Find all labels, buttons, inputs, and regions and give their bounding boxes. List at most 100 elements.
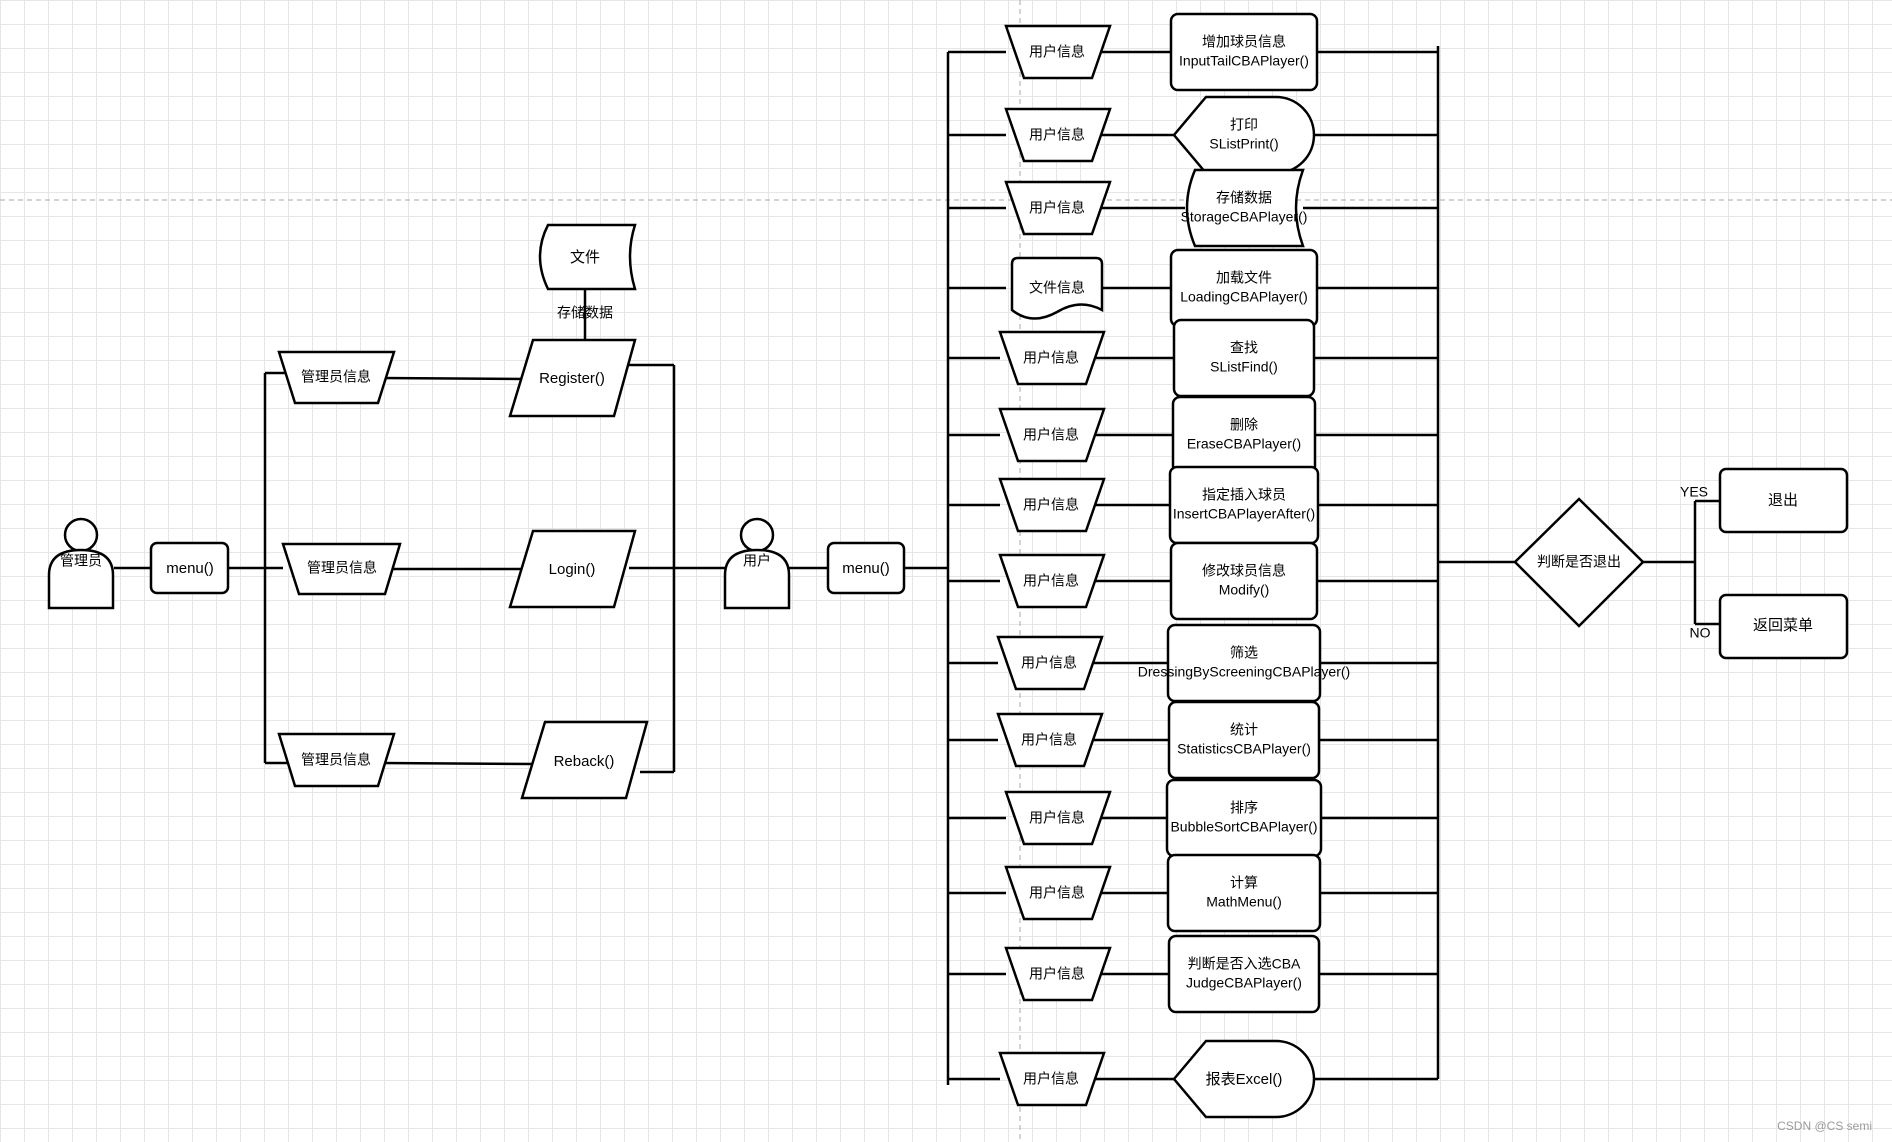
user-input-shape-3[interactable]: 用户信息 — [1004, 180, 1112, 236]
admin-info-reback[interactable]: 管理员信息 — [277, 732, 396, 788]
user-function-call-9: DressingByScreeningCBAPlayer() — [1138, 664, 1350, 680]
exit-label: 退出 — [1768, 492, 1798, 509]
exit-decision-diamond[interactable]: 判断是否退出 — [1513, 497, 1645, 628]
user-function-shape-13[interactable]: 判断是否入选CBA JudgeCBAPlayer() — [1167, 934, 1321, 1014]
user-connectors — [786, 46, 1720, 1085]
user-input-label-2: 用户信息 — [1029, 127, 1085, 143]
user-input-shape-13[interactable]: 用户信息 — [1004, 946, 1112, 1002]
back-to-menu-box[interactable]: 返回菜单 — [1718, 593, 1849, 660]
user-function-shape-6[interactable]: 删除 EraseCBAPlayer() — [1171, 395, 1317, 475]
user-function-name-8: 修改球员信息 — [1202, 563, 1286, 579]
user-input-shape-5[interactable]: 用户信息 — [998, 330, 1106, 386]
user-function-name-1: 增加球员信息 — [1202, 34, 1286, 50]
user-input-label-11: 用户信息 — [1029, 810, 1085, 826]
user-function-shape-12[interactable]: 计算 MathMenu() — [1166, 853, 1322, 933]
exit-box[interactable]: 退出 — [1718, 467, 1849, 534]
user-function-name-10: 统计 — [1230, 722, 1258, 738]
user-function-name-4: 加载文件 — [1216, 270, 1272, 286]
admin-menu-label: menu() — [166, 560, 214, 577]
admin-info-register-label: 管理员信息 — [301, 369, 371, 385]
user-function-shape-4[interactable]: 加载文件 LoadingCBAPlayer() — [1169, 248, 1319, 328]
user-function-name-2: 打印 — [1230, 117, 1258, 133]
user-input-label-1: 用户信息 — [1029, 44, 1085, 60]
back-to-menu-label: 返回菜单 — [1753, 617, 1813, 634]
user-function-name-11: 排序 — [1230, 800, 1258, 816]
register-shape[interactable]: Register() — [508, 338, 637, 418]
admin-info-reback-label: 管理员信息 — [301, 752, 371, 768]
user-function-shape-14[interactable]: 报表Excel() — [1172, 1039, 1316, 1119]
user-function-name-13: 判断是否入选CBA — [1188, 956, 1301, 972]
user-function-shapes: 用户信息增加球员信息InputTailCBAPlayer()用户信息打印SLis… — [996, 12, 1350, 1119]
exit-decision-label: 判断是否退出 — [1537, 554, 1621, 570]
user-input-shape-11[interactable]: 用户信息 — [1004, 790, 1112, 846]
reback-label: Reback() — [554, 753, 615, 770]
user-input-shape-10[interactable]: 用户信息 — [996, 712, 1104, 768]
user-function-name-12: 计算 — [1230, 875, 1258, 891]
admin-info-login[interactable]: 管理员信息 — [281, 542, 402, 596]
user-input-shape-8[interactable]: 用户信息 — [998, 553, 1106, 609]
user-function-name-9: 筛选 — [1230, 645, 1258, 661]
user-input-shape-4[interactable]: 文件信息 — [1010, 256, 1104, 320]
user-function-call-3: StorageCBAPlayer() — [1181, 209, 1308, 225]
file-storage-shape[interactable]: 文件 — [538, 223, 637, 291]
user-actor[interactable]: 用户 — [723, 517, 791, 610]
user-function-call-6: EraseCBAPlayer() — [1187, 436, 1301, 452]
user-menu-label: menu() — [842, 560, 890, 577]
user-function-call-5: SListFind() — [1210, 359, 1278, 375]
user-function-call-1: InputTailCBAPlayer() — [1179, 53, 1309, 69]
register-label: Register() — [539, 370, 605, 387]
user-function-name-5: 查找 — [1230, 340, 1258, 356]
user-function-name-14: 报表Excel() — [1206, 1071, 1283, 1088]
user-actor-label: 用户 — [743, 553, 771, 569]
reback-shape[interactable]: Reback() — [520, 720, 649, 800]
user-input-shape-1[interactable]: 用户信息 — [1004, 24, 1112, 80]
user-function-shape-2[interactable]: 打印 SListPrint() — [1172, 95, 1316, 175]
user-input-label-6: 用户信息 — [1023, 427, 1079, 443]
user-input-label-13: 用户信息 — [1029, 966, 1085, 982]
user-input-label-4: 文件信息 — [1029, 280, 1085, 296]
user-function-name-3: 存储数据 — [1216, 190, 1272, 206]
admin-actor-label: 管理员 — [60, 553, 102, 569]
user-function-rows — [948, 50, 1438, 1081]
user-menu-box[interactable]: menu() — [826, 541, 906, 595]
user-input-label-9: 用户信息 — [1021, 655, 1077, 671]
login-shape[interactable]: Login() — [508, 529, 637, 609]
user-function-call-13: JudgeCBAPlayer() — [1186, 975, 1302, 991]
user-function-name-7: 指定插入球员 — [1202, 487, 1286, 503]
user-function-call-4: LoadingCBAPlayer() — [1180, 289, 1308, 305]
user-input-shape-9[interactable]: 用户信息 — [996, 635, 1104, 691]
user-function-call-12: MathMenu() — [1206, 894, 1281, 910]
user-input-shape-12[interactable]: 用户信息 — [1004, 865, 1112, 921]
user-function-shape-1[interactable]: 增加球员信息 InputTailCBAPlayer() — [1169, 12, 1319, 92]
user-input-label-10: 用户信息 — [1021, 732, 1077, 748]
user-input-shape-6[interactable]: 用户信息 — [998, 407, 1106, 463]
user-input-label-8: 用户信息 — [1023, 573, 1079, 589]
admin-info-register[interactable]: 管理员信息 — [277, 350, 396, 405]
no-label: NO — [1690, 625, 1711, 641]
user-input-label-3: 用户信息 — [1029, 200, 1085, 216]
user-function-call-7: InsertCBAPlayerAfter() — [1173, 506, 1315, 522]
user-function-call-11: BubbleSortCBAPlayer() — [1170, 819, 1317, 835]
user-function-shape-7[interactable]: 指定插入球员 InsertCBAPlayerAfter() — [1168, 465, 1320, 545]
admin-menu-box[interactable]: menu() — [149, 541, 230, 595]
admin-actor[interactable]: 管理员 — [47, 517, 115, 610]
user-function-call-8: Modify() — [1219, 582, 1270, 598]
user-function-shape-8[interactable]: 修改球员信息 Modify() — [1169, 541, 1319, 621]
user-input-shape-7[interactable]: 用户信息 — [998, 477, 1106, 533]
user-input-shape-2[interactable]: 用户信息 — [1004, 107, 1112, 163]
user-function-call-2: SListPrint() — [1209, 136, 1278, 152]
watermark: CSDN @CS semi — [1777, 1119, 1872, 1133]
user-function-shape-3[interactable]: 存储数据 StorageCBAPlayer() — [1181, 168, 1308, 248]
user-function-shape-9[interactable]: 筛选 DressingByScreeningCBAPlayer() — [1138, 623, 1350, 703]
user-function-shape-10[interactable]: 统计 StatisticsCBAPlayer() — [1167, 700, 1321, 780]
admin-info-login-label: 管理员信息 — [307, 560, 377, 576]
user-input-label-7: 用户信息 — [1023, 497, 1079, 513]
store-data-label: 存储数据 — [557, 305, 613, 321]
user-function-call-10: StatisticsCBAPlayer() — [1177, 741, 1311, 757]
user-function-shape-11[interactable]: 排序 BubbleSortCBAPlayer() — [1165, 778, 1323, 858]
user-function-shape-5[interactable]: 查找 SListFind() — [1172, 318, 1316, 398]
user-input-label-5: 用户信息 — [1023, 350, 1079, 366]
user-input-shape-14[interactable]: 用户信息 — [998, 1051, 1106, 1107]
user-function-name-6: 删除 — [1230, 417, 1258, 433]
